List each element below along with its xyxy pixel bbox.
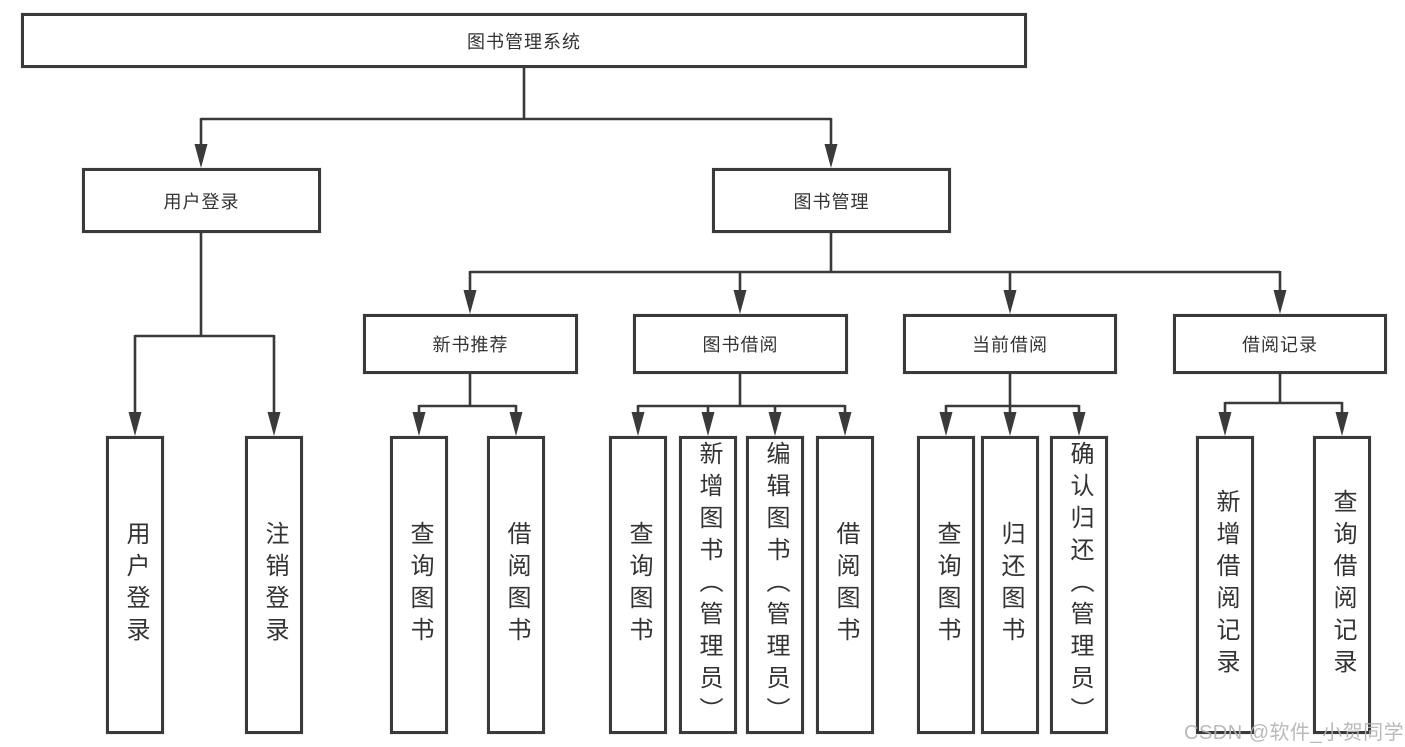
leaf-query-books-1: 查询图书 <box>390 436 448 734</box>
leaf-query-books-3: 查询图书 <box>917 436 975 734</box>
node-label: 确认归还（管理员） <box>1066 441 1093 729</box>
node-label: 查询图书 <box>933 521 960 649</box>
leaf-add-book-admin: 新增图书（管理员） <box>679 436 737 734</box>
leaf-edit-book-admin: 编辑图书（管理员） <box>746 436 804 734</box>
leaf-borrow-books-2: 借阅图书 <box>816 436 874 734</box>
leaf-user-login: 用户登录 <box>106 436 164 734</box>
node-label: 借阅记录 <box>1242 335 1318 355</box>
leaf-query-books-2: 查询图书 <box>609 436 667 734</box>
leaf-add-borrow-record: 新增借阅记录 <box>1196 436 1254 734</box>
node-label: 图书管理系统 <box>467 31 581 52</box>
node-label: 图书管理 <box>793 191 870 212</box>
node-label: 新增图书（管理员） <box>695 441 722 729</box>
node-book-management: 图书管理 <box>712 168 951 233</box>
node-label: 用户登录 <box>122 521 149 649</box>
node-label: 借阅图书 <box>832 521 859 649</box>
node-label: 归还图书 <box>997 521 1024 649</box>
node-label: 用户登录 <box>163 191 240 212</box>
node-label: 新增借阅记录 <box>1212 489 1239 681</box>
node-label: 查询图书 <box>406 521 433 649</box>
node-label: 新书推荐 <box>432 335 509 355</box>
node-label: 借阅图书 <box>503 521 530 649</box>
arrowheads <box>128 144 1349 436</box>
node-label: 当前借阅 <box>972 335 1048 355</box>
node-current-borrowing: 当前借阅 <box>903 314 1117 374</box>
node-new-book-recommendation: 新书推荐 <box>363 314 578 374</box>
node-user-login: 用户登录 <box>82 168 321 233</box>
leaf-query-borrow-record: 查询借阅记录 <box>1313 436 1371 734</box>
csdn-watermark: CSDN @软件_小贺同学 <box>1184 722 1405 744</box>
node-book-borrowing: 图书借阅 <box>633 314 848 374</box>
leaf-return-book: 归还图书 <box>981 436 1039 734</box>
leaf-borrow-books-1: 借阅图书 <box>487 436 545 734</box>
leaf-logout: 注销登录 <box>245 436 303 734</box>
node-label: 查询借阅记录 <box>1329 489 1356 681</box>
node-library-management-system: 图书管理系统 <box>21 13 1027 68</box>
node-label: 图书借阅 <box>702 335 779 355</box>
node-label: 注销登录 <box>261 521 288 649</box>
node-borrowing-records: 借阅记录 <box>1173 314 1387 374</box>
node-label: 查询图书 <box>625 521 652 649</box>
leaf-confirm-return-admin: 确认归还（管理员） <box>1050 436 1108 734</box>
node-label: 编辑图书（管理员） <box>762 441 789 729</box>
